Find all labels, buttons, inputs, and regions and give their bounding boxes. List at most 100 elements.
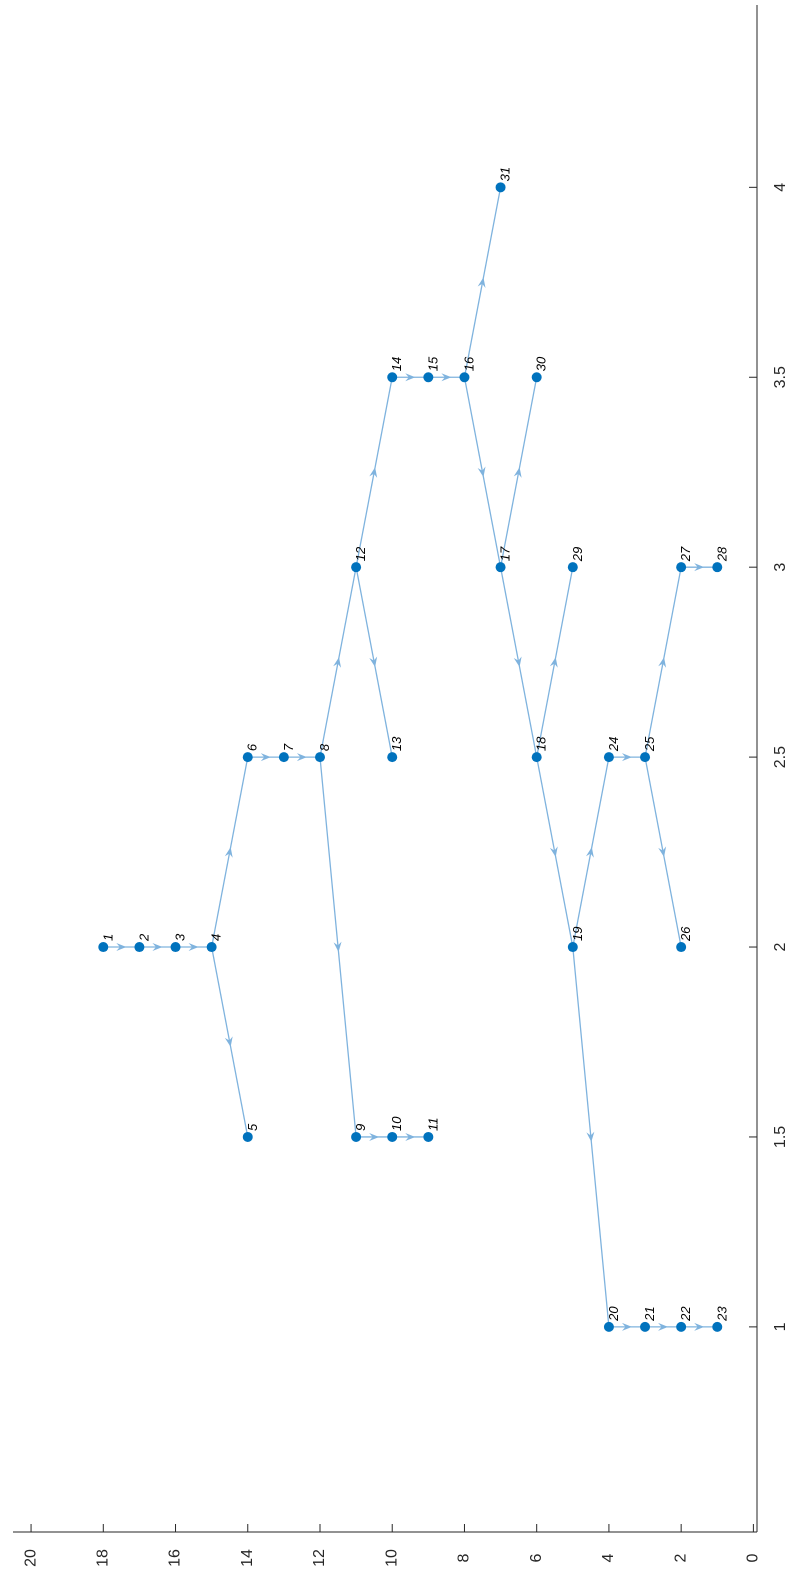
y-tick-label: 14 — [239, 1549, 256, 1567]
graph-node-label: 18 — [534, 736, 549, 751]
edge-arrowhead — [658, 846, 667, 857]
graph-node — [278, 752, 289, 763]
graph-node-label: 5 — [245, 1123, 260, 1131]
graph-node — [567, 942, 578, 953]
edge-arrowhead — [621, 753, 632, 762]
graph-node-label: 16 — [461, 356, 476, 371]
graph-node — [423, 1131, 434, 1142]
edge-arrowhead — [694, 563, 705, 572]
edge-arrowhead — [369, 1132, 380, 1141]
x-tick-label: 1 — [772, 1322, 789, 1331]
graph-node-label: 28 — [714, 546, 729, 562]
y-tick-label: 6 — [528, 1553, 545, 1562]
y-tick-label: 8 — [456, 1553, 473, 1562]
graph-edges — [103, 187, 718, 1331]
graph-node-label: 11 — [425, 1117, 440, 1131]
x-tick-label: 2.5 — [772, 746, 789, 768]
graph-node-label: 25 — [642, 736, 657, 752]
edge-arrowhead — [296, 753, 307, 762]
edge-arrowhead — [405, 1132, 416, 1141]
x-tick-label: 1.5 — [772, 1126, 789, 1148]
graph-node — [640, 752, 651, 763]
graph-node — [351, 562, 362, 573]
y-tick-label: 18 — [95, 1549, 112, 1567]
graph-node-label: 9 — [353, 1124, 368, 1131]
graph-node-label: 2 — [136, 933, 151, 942]
graph-node-label: 26 — [678, 926, 693, 942]
graph-node — [676, 1321, 687, 1332]
edge-arrowhead — [224, 847, 233, 858]
edge-arrowhead — [477, 277, 486, 288]
edge-arrowhead — [224, 1036, 233, 1047]
graph-node — [242, 752, 253, 763]
edge-arrowhead — [621, 1322, 632, 1331]
graph-node-label: 12 — [353, 546, 368, 561]
graph-node — [314, 752, 325, 763]
edge-arrowhead — [405, 373, 416, 382]
graph-node-label: 15 — [425, 356, 440, 371]
graph-node — [712, 1321, 723, 1332]
graph-node-label: 22 — [678, 1306, 693, 1322]
graph-node — [387, 372, 398, 383]
graph-node-label: 19 — [570, 927, 585, 941]
x-tick-label: 3 — [772, 563, 789, 572]
edge-arrowhead — [513, 467, 522, 478]
graph-node — [531, 752, 542, 763]
edge-arrowhead — [658, 1322, 669, 1331]
graph-node — [351, 1131, 362, 1142]
graph-node — [134, 942, 145, 953]
graph-node — [567, 562, 578, 573]
y-tick-label: 4 — [600, 1553, 617, 1562]
graph-node — [531, 372, 542, 383]
edge-arrowhead — [586, 847, 594, 858]
graph-node-label: 30 — [534, 356, 549, 371]
graph-node — [387, 752, 398, 763]
graph-node-label: 13 — [389, 736, 404, 751]
edge-arrowhead — [549, 657, 558, 668]
graph-node-label: 23 — [714, 1306, 729, 1322]
graph-node-label: 29 — [570, 547, 585, 562]
edge-arrowhead — [369, 467, 378, 478]
graph-node — [676, 562, 687, 573]
edge-arrowhead — [369, 656, 378, 668]
edge-arrowhead — [586, 1131, 595, 1142]
graph-node — [603, 752, 614, 763]
graph-node-label: 1 — [100, 934, 115, 941]
graph-node-label: 20 — [606, 1306, 621, 1322]
graph-node-label: 24 — [606, 737, 621, 752]
graph-node — [676, 942, 687, 953]
graph-node-label: 21 — [642, 1306, 657, 1321]
graph-nodes — [98, 182, 723, 1332]
graph-node-label: 10 — [389, 1116, 404, 1131]
graph-node — [640, 1321, 651, 1332]
graph-node — [206, 942, 217, 953]
edge-arrowhead — [513, 656, 522, 668]
edge-arrowhead — [333, 657, 342, 668]
graph-node — [495, 182, 506, 193]
graph-node — [712, 562, 723, 573]
graph-node-label: 17 — [498, 546, 513, 561]
edge-arrowhead — [441, 373, 452, 382]
x-tick-label: 3.5 — [772, 366, 789, 388]
graph-node-label: 3 — [173, 933, 188, 941]
graph-node — [459, 372, 470, 383]
graph-node-label: 27 — [678, 546, 693, 562]
edge-arrowhead — [116, 943, 127, 952]
graph-node — [242, 1131, 253, 1142]
y-tick-label: 2 — [672, 1553, 689, 1562]
edge-arrowhead — [188, 943, 199, 952]
x-tick-label: 2 — [772, 942, 789, 951]
graph-node-label: 6 — [245, 743, 260, 751]
y-tick-label: 12 — [311, 1549, 328, 1567]
graph-node — [423, 372, 434, 383]
edge-arrowhead — [152, 943, 163, 952]
y-tick-label: 20 — [22, 1549, 39, 1567]
graph-node — [170, 942, 181, 953]
edge-arrowhead — [260, 753, 271, 762]
graph-node — [495, 562, 506, 573]
graph-node — [98, 942, 109, 953]
graph-node-label: 4 — [209, 934, 224, 941]
